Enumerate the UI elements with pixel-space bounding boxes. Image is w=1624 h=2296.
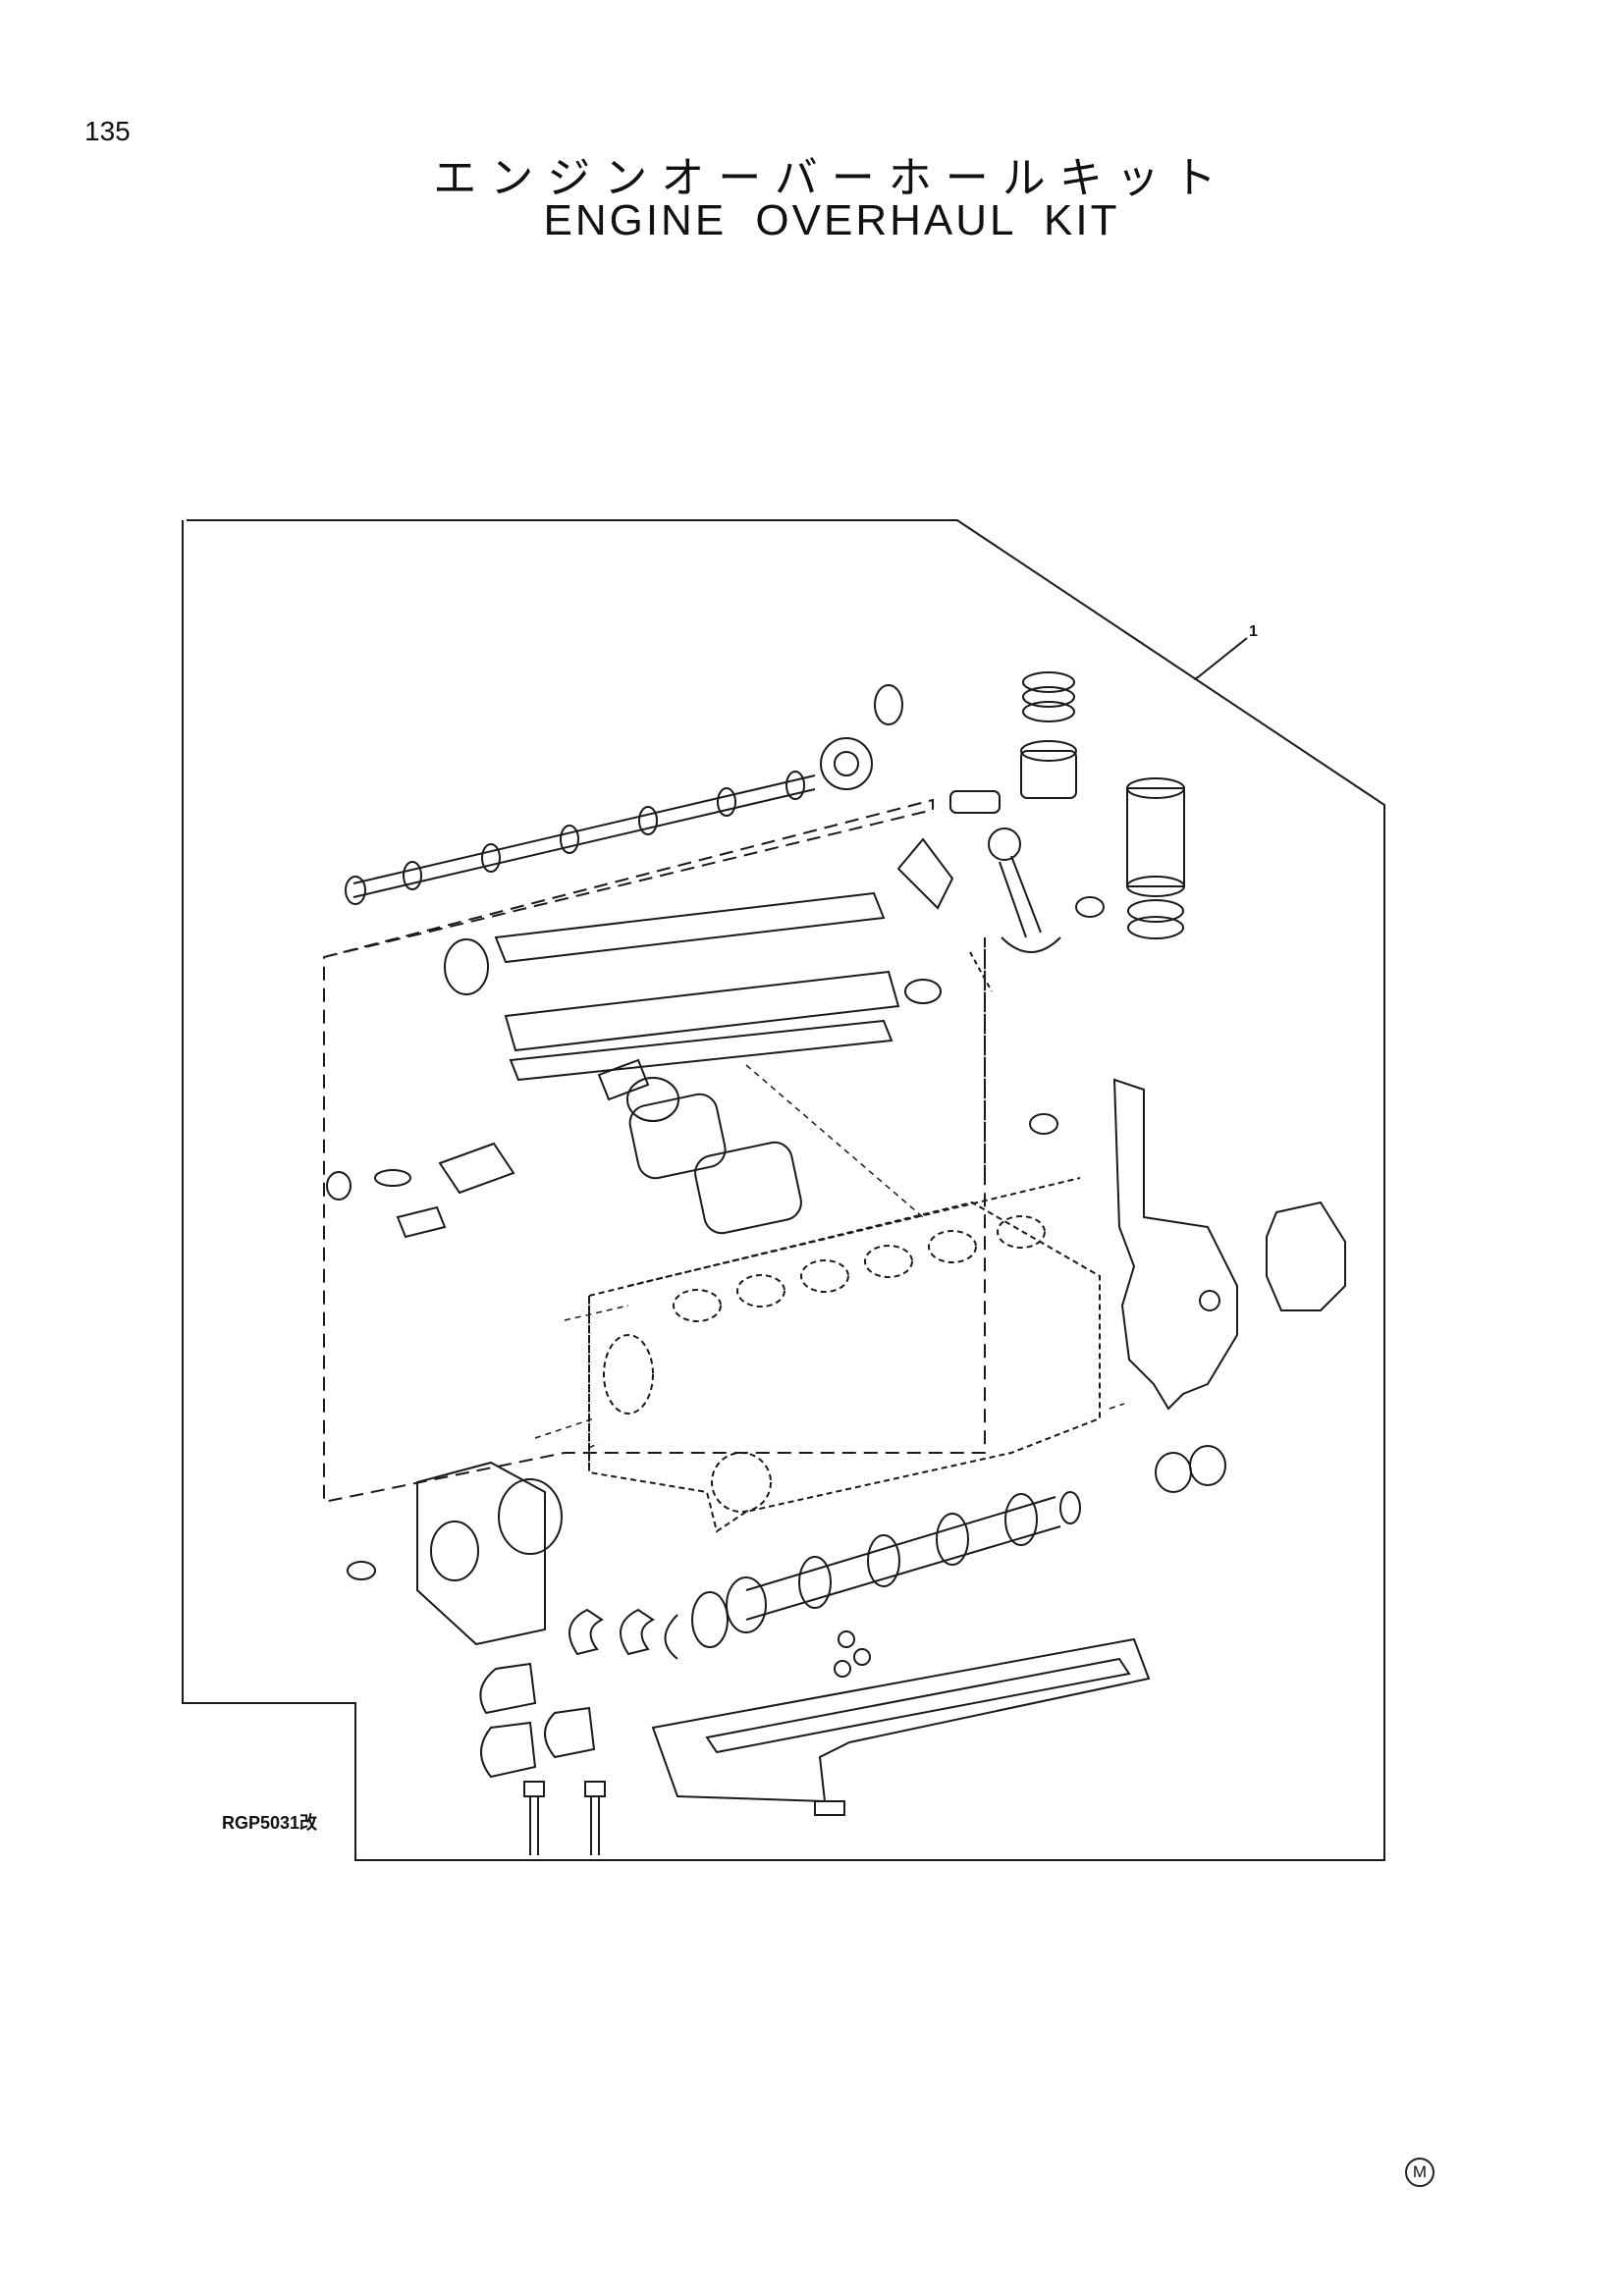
head-gaskets bbox=[444, 891, 942, 1122]
page-title-english: ENGINE OVERHAUL KIT bbox=[543, 196, 1120, 244]
leader-lines bbox=[534, 1064, 1125, 1449]
timing-cover-gasket bbox=[1112, 1078, 1346, 1493]
crankshaft bbox=[691, 1491, 1081, 1678]
m-mark-icon: M bbox=[1405, 2158, 1435, 2187]
figure-code: RGP5031改 bbox=[222, 1813, 318, 1833]
main-bearings bbox=[479, 1608, 678, 1779]
piston-assembly bbox=[949, 671, 1185, 939]
page-title-japanese: エンジンオーバーホールキット bbox=[433, 153, 1230, 203]
callout-label-1: 1 bbox=[1249, 623, 1258, 640]
engine-block bbox=[588, 1177, 1101, 1533]
bolts bbox=[523, 1781, 606, 1855]
callout-leader-1 bbox=[1193, 637, 1248, 680]
page-number: 135 bbox=[84, 116, 131, 146]
dashed-enclosure bbox=[323, 798, 986, 1504]
diagram-frame bbox=[182, 519, 1385, 1861]
oil-pan-gasket bbox=[651, 1637, 1151, 1816]
front-seal-housing bbox=[347, 1461, 563, 1646]
side-cover-gaskets bbox=[326, 837, 1058, 1239]
connecting-rod bbox=[969, 828, 1061, 992]
camshaft bbox=[345, 684, 903, 905]
